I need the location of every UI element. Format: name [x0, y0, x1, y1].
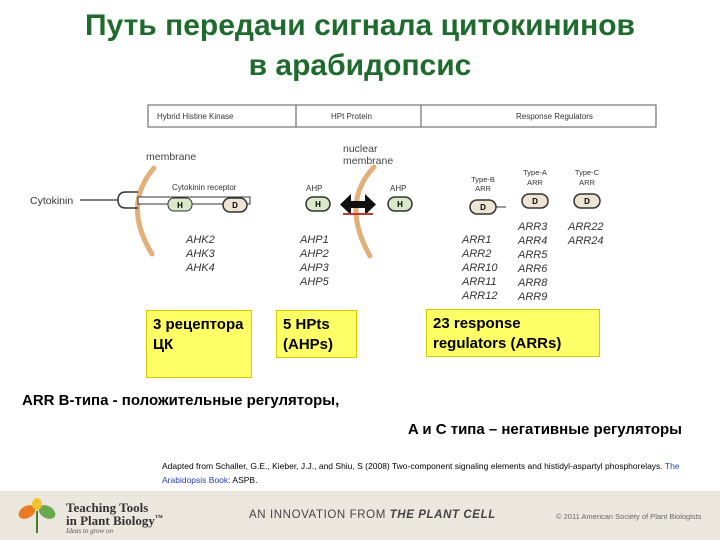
shuttle-arrow-bar: [350, 201, 366, 208]
ahp-gene: AHP5: [299, 276, 330, 288]
arr-b-gene: ARR12: [461, 290, 497, 302]
ahp-gene: AHP1: [299, 234, 329, 246]
arr-a-gene: ARR5: [517, 249, 548, 261]
type-a-d-letter: D: [532, 197, 538, 206]
type-b-label-1: Type-B: [471, 175, 495, 184]
plasma-membrane: [137, 168, 154, 254]
innovation-brand: THE PLANT CELL: [390, 509, 496, 521]
footer: Teaching Tools in Plant Biology™ Ideas t…: [0, 491, 720, 540]
innovation-line: AN INNOVATION FROM THE PLANT CELL: [249, 509, 496, 521]
citation-text: Adapted from Schaller, G.E., Kieber, J.J…: [162, 461, 663, 471]
ahp-label-cytoplasm: AHP: [306, 184, 322, 193]
ahk-gene: AHK4: [185, 262, 215, 274]
type-c-label-1: Type-C: [575, 168, 600, 177]
receptor-h-letter: H: [177, 201, 183, 210]
type-b-label-2: ARR: [475, 184, 491, 193]
brand-tagline: Ideas to grow on: [66, 527, 113, 535]
shuttle-arrow-right: [365, 194, 376, 215]
arr-a-gene: ARR6: [517, 263, 548, 275]
nuclear-membrane: [356, 167, 374, 256]
ahp-label-nucleus: AHP: [390, 184, 406, 193]
ahp-h-letter-nucleus: H: [397, 200, 403, 209]
receptors-count-box: 3 рецептора ЦК: [146, 310, 252, 378]
ahk-gene: AHK3: [185, 248, 216, 260]
trademark: ™: [155, 513, 163, 522]
arr-a-gene: ARR3: [517, 221, 548, 233]
ahp-gene: AHP2: [299, 248, 329, 260]
nuclear-membrane-label-2: membrane: [343, 155, 393, 167]
arr-b-gene: ARR10: [461, 262, 498, 274]
copyright: © 2011 American Society of Plant Biologi…: [556, 512, 701, 521]
ahk-gene: AHK2: [185, 234, 215, 246]
cytokinin-label: Cytokinin: [30, 195, 73, 207]
header-hybrid-kinase: Hybrid Histine Kinase: [157, 112, 234, 121]
shuttle-arrow-left: [340, 194, 351, 215]
arr-b-gene: ARR1: [461, 234, 491, 246]
receptor-d-letter: D: [232, 201, 238, 210]
arr-b-gene: ARR2: [461, 248, 491, 260]
innovation-prefix: AN INNOVATION FROM: [249, 509, 386, 521]
type-c-d-letter: D: [584, 197, 590, 206]
arr-a-gene: ARR4: [517, 235, 547, 247]
teaching-tools-logo-icon: [10, 497, 64, 535]
arr-b-gene: ARR11: [461, 276, 497, 288]
ahp-gene: AHP3: [299, 262, 330, 274]
type-a-label-2: ARR: [527, 178, 543, 187]
header-hpt-protein: HPt Protein: [331, 112, 372, 121]
type-b-d-letter: D: [480, 203, 486, 212]
membrane-label: membrane: [146, 151, 196, 163]
type-c-label-2: ARR: [579, 178, 595, 187]
type-a-label-1: Type-A: [523, 168, 547, 177]
receptor-sensor-domain: [118, 192, 138, 208]
arr-ac-note: A и C типа – негативные регуляторы: [408, 421, 682, 438]
arr-b-note: ARR B-типа - положительные регуляторы,: [22, 392, 339, 409]
arr-a-gene: ARR8: [517, 277, 548, 289]
brand-line-2-text: in Plant Biology: [66, 513, 155, 528]
arr-a-gene: ARR9: [517, 291, 547, 303]
header-response-regulators: Response Regulators: [516, 112, 593, 121]
citation-tail: : ASPB.: [228, 475, 257, 485]
receptor-label: Cytokinin receptor: [172, 183, 237, 192]
response-regulators-count-box: 23 response regulators (ARRs): [426, 309, 600, 357]
citation: Adapted from Schaller, G.E., Kieber, J.J…: [162, 459, 702, 487]
ahp-h-letter-cytoplasm: H: [315, 200, 321, 209]
arr-c-gene: ARR24: [567, 235, 603, 247]
arr-c-gene: ARR22: [567, 221, 603, 233]
hpts-count-box: 5 HPts (AHPs): [276, 310, 357, 358]
nuclear-membrane-label-1: nuclear: [343, 143, 378, 155]
